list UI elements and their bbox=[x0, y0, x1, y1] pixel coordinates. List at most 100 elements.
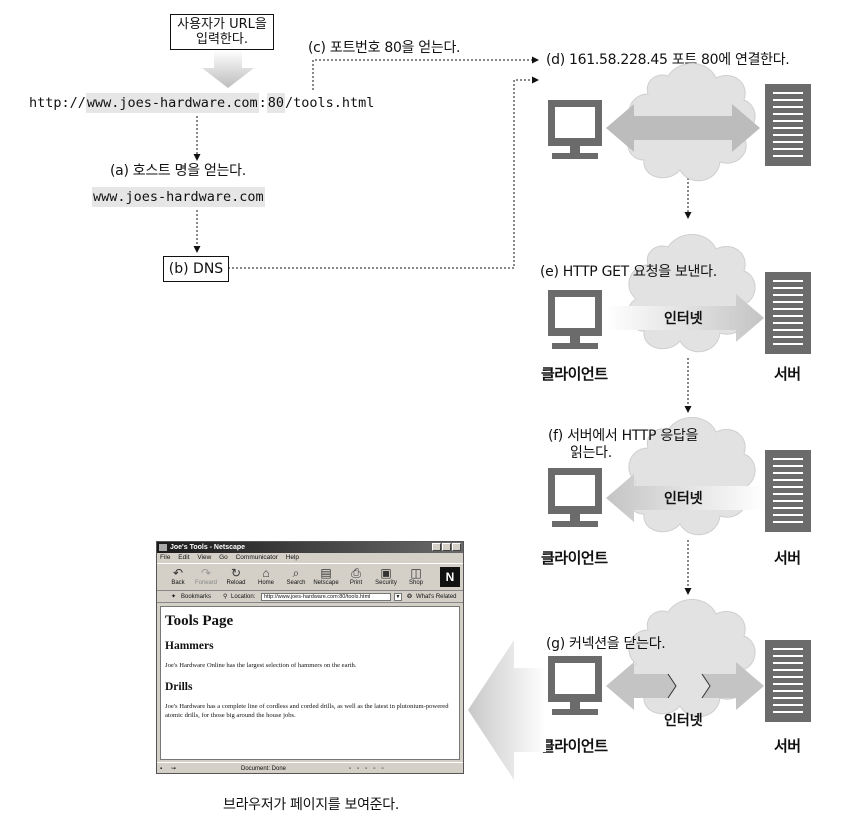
maximize-button[interactable] bbox=[442, 543, 451, 551]
url-prefix: http:// bbox=[29, 95, 86, 111]
step-a-label: (a) 호스트 명을 얻는다. bbox=[110, 163, 246, 179]
whats-related-icon: ❂ bbox=[407, 594, 413, 600]
server-label-g: 서버 bbox=[774, 737, 801, 755]
url-host: www.joes-hardware.com bbox=[85, 93, 259, 113]
server-g bbox=[765, 640, 811, 722]
print-button[interactable]: ⎙Print bbox=[343, 566, 369, 587]
search-icon: ⌕ bbox=[292, 566, 300, 580]
display-arrow bbox=[468, 640, 546, 780]
status-text: Document: Done bbox=[241, 766, 287, 772]
menu-go[interactable]: Go bbox=[219, 554, 228, 561]
user-input-line2: 입력한다. bbox=[196, 32, 248, 47]
step-c-label: (c) 포트번호 80을 얻는다. bbox=[308, 40, 461, 56]
internet-label-f: 인터넷 bbox=[664, 491, 703, 507]
url-colon: : bbox=[258, 95, 267, 111]
location-label: Location: bbox=[231, 594, 256, 600]
step-e-label: (e) HTTP GET 요청을 보낸다. bbox=[540, 264, 717, 280]
menu-file[interactable]: File bbox=[160, 554, 171, 561]
forward-label: Forward bbox=[194, 580, 217, 586]
url-path: /tools.html bbox=[285, 95, 375, 111]
home-button[interactable]: ⌂Home bbox=[253, 566, 279, 587]
menu-edit[interactable]: Edit bbox=[178, 554, 190, 561]
browser-titlebar: Joe's Tools - Netscape bbox=[157, 542, 463, 553]
host-value: www.joes-hardware.com bbox=[92, 187, 265, 207]
url-port: 80 bbox=[266, 93, 285, 113]
status-progress-icon: ⇝ bbox=[171, 766, 177, 772]
step-d-label: (d) 161.58.228.45 포트 80에 연결한다. bbox=[546, 52, 790, 68]
netscape-logo-icon: N bbox=[440, 567, 460, 587]
user-input-box: 사용자가 URL을 입력한다. bbox=[170, 14, 274, 50]
dns-box: (b) DNS bbox=[163, 256, 229, 282]
back-button[interactable]: ↶Back bbox=[165, 566, 191, 587]
browser-title: Joe's Tools - Netscape bbox=[170, 544, 246, 551]
location-icon: ⚲ bbox=[223, 594, 228, 600]
server-f bbox=[765, 450, 811, 532]
minimize-button[interactable] bbox=[432, 543, 441, 551]
search-label: Search bbox=[286, 580, 306, 586]
status-component-icons: ▫▫▫▫▫ bbox=[349, 766, 390, 772]
client-computer-g bbox=[548, 656, 602, 715]
bookmarks-button[interactable]: Bookmarks bbox=[181, 594, 212, 600]
home-label: Home bbox=[257, 580, 274, 586]
lock-icon: ▣ bbox=[380, 566, 392, 580]
shop-label: Shop bbox=[408, 580, 423, 586]
home-icon: ⌂ bbox=[262, 566, 270, 580]
step-a-host: www.joes-hardware.com bbox=[92, 187, 265, 207]
location-bar: ✦ Bookmarks ⚲ Location: http://www.joes-… bbox=[157, 591, 463, 603]
location-input[interactable]: http://www.joes-hardware.com:80/tools.ht… bbox=[261, 593, 391, 601]
browser-content: Tools Page Hammers Joe's Hardware Online… bbox=[160, 606, 460, 760]
browser-window: Joe's Tools - Netscape File Edit View Go… bbox=[156, 541, 464, 774]
server-e bbox=[765, 272, 811, 354]
caption: 브라우저가 페이지를 보여준다. bbox=[223, 797, 399, 813]
back-icon: ↶ bbox=[172, 566, 184, 580]
section-drills-text: Joe's Hardware has a complete line of co… bbox=[165, 703, 449, 719]
broken-connection-arrow-g bbox=[606, 662, 764, 710]
section-hammers-heading: Hammers bbox=[165, 640, 214, 652]
status-bar: ▪ ⇝ Document: Done ▫▫▫▫▫ bbox=[157, 762, 463, 773]
whats-related-button[interactable]: What's Related bbox=[416, 594, 457, 600]
user-input-line1: 사용자가 URL을 bbox=[177, 17, 267, 32]
netscape-button[interactable]: ▤Netscape bbox=[313, 566, 339, 587]
forward-icon: ↷ bbox=[200, 566, 212, 580]
print-label: Print bbox=[349, 580, 363, 586]
browser-menubar: File Edit View Go Communicator Help bbox=[157, 553, 463, 563]
response-arrow-f bbox=[606, 474, 764, 522]
step-f-line1: (f) 서버에서 HTTP 응답을 bbox=[548, 428, 699, 444]
server-label-f: 서버 bbox=[774, 549, 801, 567]
status-lock-icon: ▪ bbox=[160, 766, 163, 772]
client-label-g: 클라이언트 bbox=[541, 737, 608, 755]
forward-button[interactable]: ↷Forward bbox=[193, 566, 219, 587]
netscape-icon: ▤ bbox=[320, 566, 332, 580]
menu-communicator[interactable]: Communicator bbox=[235, 554, 278, 561]
client-label-f: 클라이언트 bbox=[541, 549, 608, 567]
location-dropdown-icon[interactable]: ▼ bbox=[394, 593, 402, 601]
close-button[interactable] bbox=[452, 543, 461, 551]
netscape-label: Netscape bbox=[313, 580, 339, 586]
netscape-window-icon bbox=[159, 544, 167, 551]
server-label-e: 서버 bbox=[774, 365, 801, 383]
request-arrow-e bbox=[606, 294, 764, 342]
search-button[interactable]: ⌕Search bbox=[283, 566, 309, 587]
section-drills-heading: Drills bbox=[165, 681, 193, 693]
step-f-line2: 읽는다. bbox=[570, 445, 612, 461]
step-f-label: (f) 서버에서 HTTP 응답을 읽는다. bbox=[548, 428, 698, 462]
bidirectional-arrow-d bbox=[606, 104, 760, 152]
section-hammers-text: Joe's Hardware Online has the largest se… bbox=[165, 662, 357, 669]
page-heading: Tools Page bbox=[165, 613, 234, 629]
internet-label-e: 인터넷 bbox=[664, 311, 703, 327]
client-computer-e bbox=[548, 290, 602, 349]
client-label-e: 클라이언트 bbox=[541, 365, 608, 383]
menu-view[interactable]: View bbox=[197, 554, 212, 561]
security-label: Security bbox=[375, 580, 397, 586]
menu-help[interactable]: Help bbox=[285, 554, 300, 561]
shop-button[interactable]: ◫Shop bbox=[403, 566, 429, 587]
down-arrow-big bbox=[202, 50, 254, 88]
reload-button[interactable]: ↻Reload bbox=[223, 566, 249, 587]
security-button[interactable]: ▣Security bbox=[373, 566, 399, 587]
print-icon: ⎙ bbox=[351, 566, 361, 580]
server-d bbox=[765, 84, 811, 166]
full-url: http://www.joes-hardware.com:80/tools.ht… bbox=[29, 93, 375, 113]
bookmarks-icon: ✦ bbox=[171, 594, 177, 600]
reload-icon: ↻ bbox=[230, 566, 242, 580]
client-computer-f bbox=[548, 468, 602, 527]
